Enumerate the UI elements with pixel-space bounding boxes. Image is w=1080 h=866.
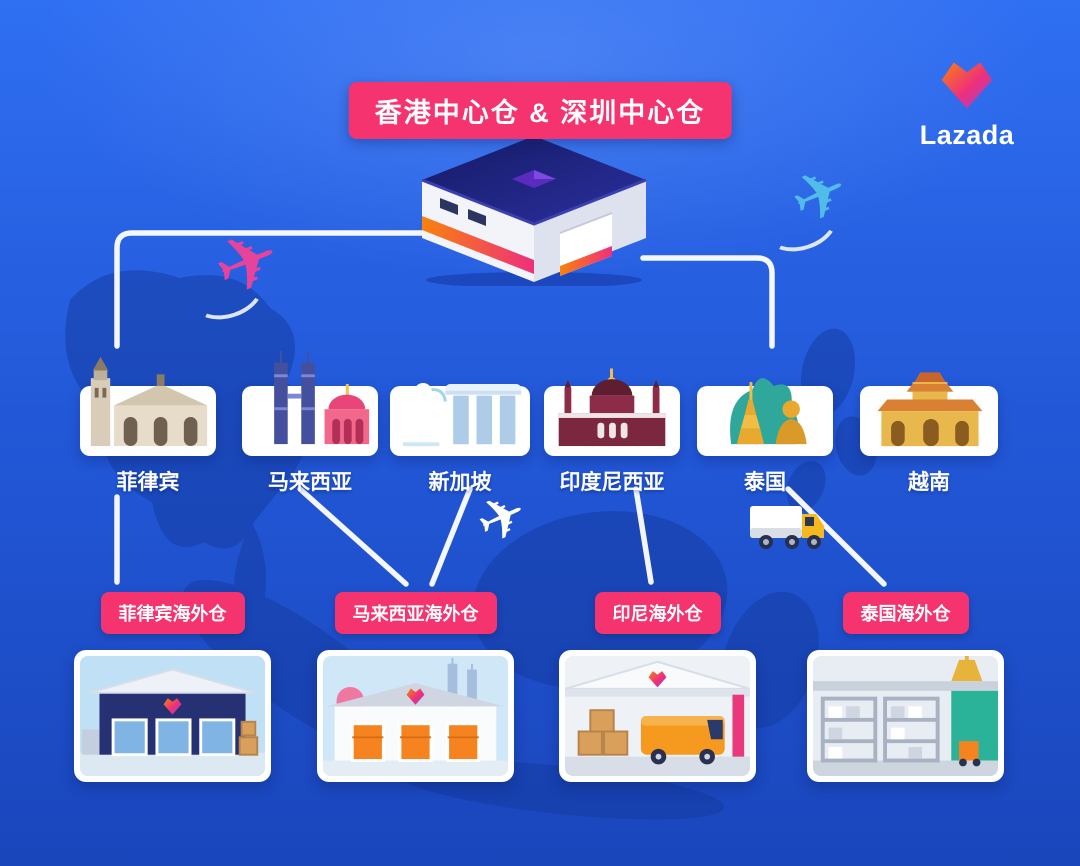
country-label: 越南 [908,471,950,494]
overseas-warehouse-philippines: 菲律宾海外仓 [74,592,271,782]
indonesia-warehouse-illustration [565,656,750,776]
country-card-indonesia: 印度尼西亚 [544,368,680,494]
country-card-malaysia: 马来西亚 [242,351,378,494]
malaysia-warehouse-illustration [323,656,508,776]
vietnam-landmark-icon [877,372,983,447]
lazada-logo: Lazada [906,58,1028,151]
warehouse-banner: 泰国海外仓 [842,592,969,634]
country-label: 新加坡 [428,471,492,494]
central-warehouse-illustration [421,136,647,286]
singapore-landmark-icon [402,383,522,447]
country-label: 印度尼西亚 [559,471,665,494]
warehouse-card [559,650,756,782]
warehouse-banner: 菲律宾海外仓 [100,592,245,634]
malaysia-landmark-icon [274,351,370,445]
overseas-warehouse-thailand: 泰国海外仓 [807,592,1004,782]
thailand-landmark-icon [730,378,807,445]
indonesia-landmark-icon [558,368,666,447]
warehouse-banner: 印尼海外仓 [594,592,721,634]
lazada-heart-icon [938,58,996,113]
country-card-singapore: 新加坡 [390,383,530,494]
country-card-vietnam: 越南 [860,372,998,494]
country-card-thailand: 泰国 [697,378,833,494]
overseas-warehouse-malaysia: 马来西亚海外仓 [317,592,514,782]
country-label: 菲律宾 [116,471,180,494]
country-card-philippines: 菲律宾 [80,356,216,494]
delivery-truck-icon [750,506,824,549]
warehouse-card [74,650,271,782]
lazada-wordmark: Lazada [919,120,1015,150]
overseas-warehouse-indonesia: 印尼海外仓 [559,592,756,782]
philippines-landmark-icon [90,356,208,447]
central-warehouse-title: 香港中心仓 & 深圳中心仓 [374,98,706,128]
warehouse-card [807,650,1004,782]
warehouse-banner: 马来西亚海外仓 [334,592,497,634]
country-label: 泰国 [744,471,786,494]
central-warehouse-banner: 香港中心仓 & 深圳中心仓 [348,82,732,139]
philippines-warehouse-illustration [80,656,265,776]
country-label: 马来西亚 [268,471,352,494]
thailand-warehouse-illustration [813,656,998,776]
warehouse-card [317,650,514,782]
